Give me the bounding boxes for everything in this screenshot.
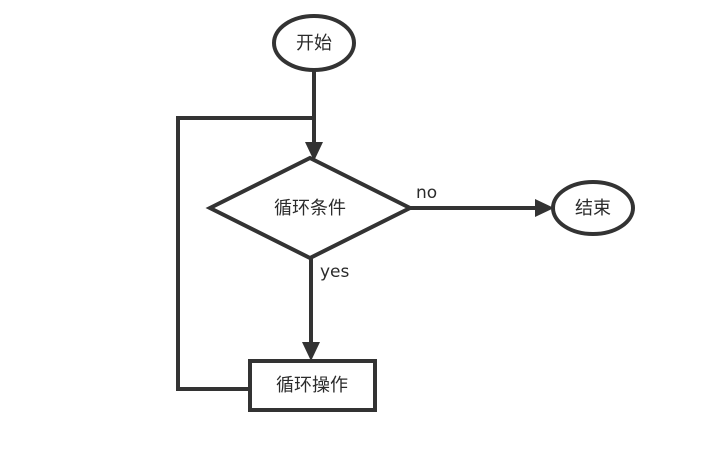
edge-start-to-condition — [305, 70, 323, 161]
arrowhead-into-condition — [305, 142, 323, 161]
edge-label-yes: yes — [320, 262, 350, 282]
edge-operation-loopback-line — [176, 116, 314, 391]
node-operation[interactable]: 循环操作 — [248, 359, 377, 412]
edge-condition-to-end — [408, 199, 554, 217]
edge-condition-to-operation — [302, 258, 320, 361]
node-condition[interactable]: 循环条件 — [205, 155, 415, 261]
arrowhead-into-operation — [302, 342, 320, 361]
condition-label: 循环条件 — [274, 198, 346, 219]
end-label: 结束 — [575, 198, 611, 219]
end-ellipse[interactable] — [551, 180, 635, 236]
node-end[interactable]: 结束 — [551, 180, 635, 236]
node-start[interactable]: 开始 — [272, 14, 356, 72]
operation-rect[interactable] — [248, 359, 377, 412]
start-ellipse[interactable] — [272, 14, 356, 72]
arrowhead-into-end — [535, 199, 554, 217]
edge-label-no: no — [416, 183, 437, 203]
condition-diamond[interactable] — [205, 155, 415, 261]
edge-operation-loopback — [176, 116, 314, 391]
start-label: 开始 — [296, 33, 332, 54]
operation-label: 循环操作 — [276, 375, 348, 396]
